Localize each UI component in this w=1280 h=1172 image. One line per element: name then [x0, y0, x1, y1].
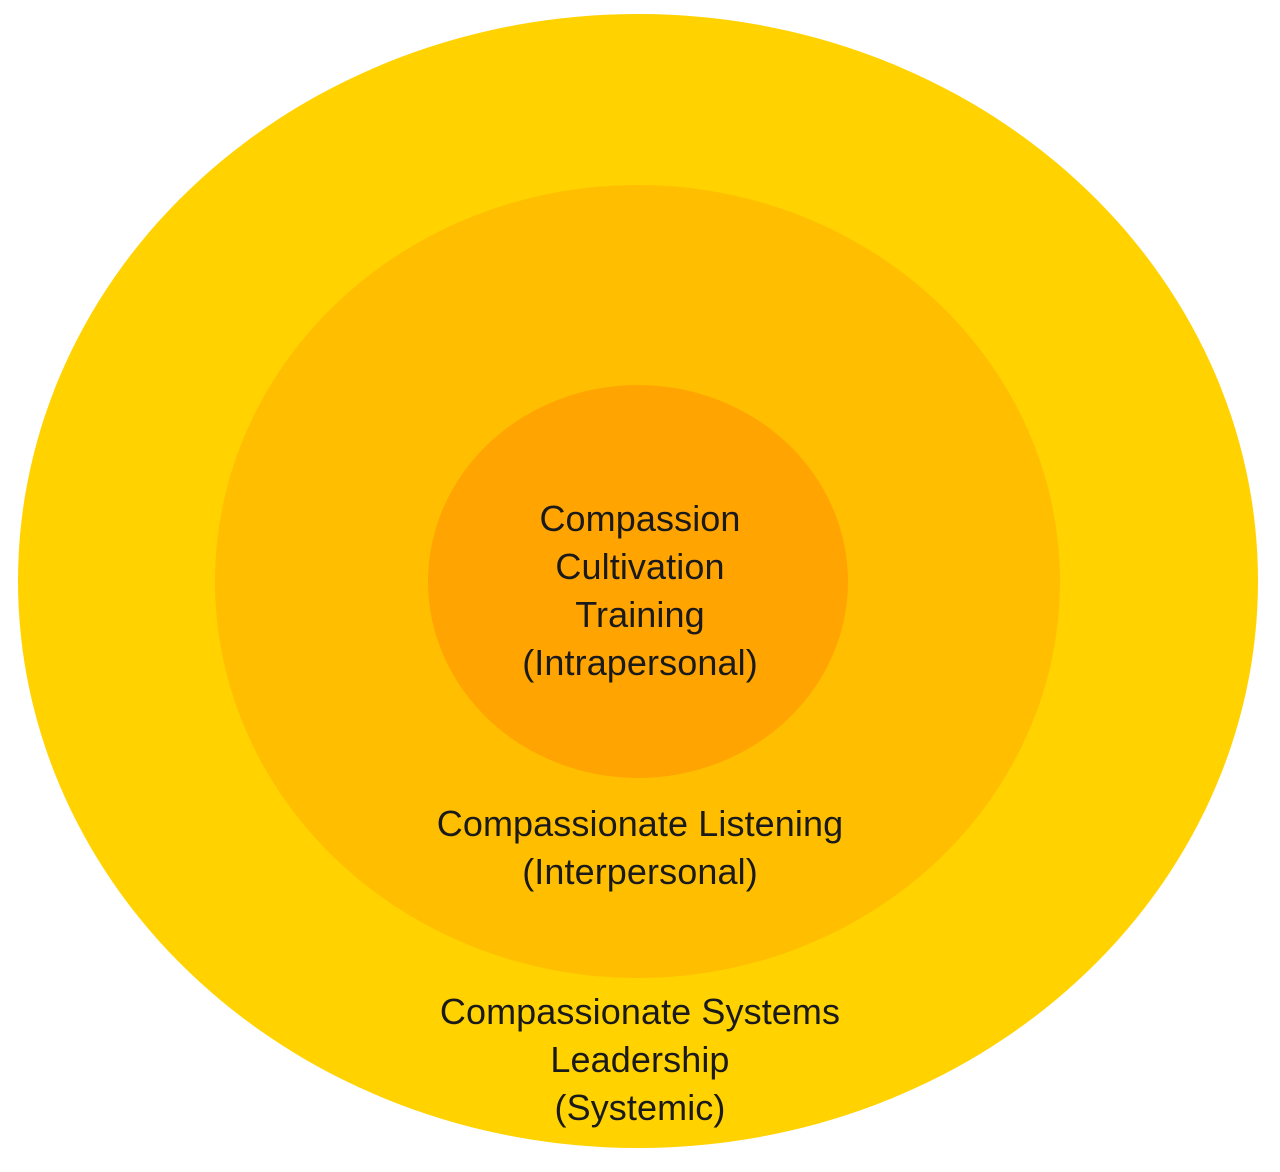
circle-inner-intrapersonal — [428, 385, 848, 778]
